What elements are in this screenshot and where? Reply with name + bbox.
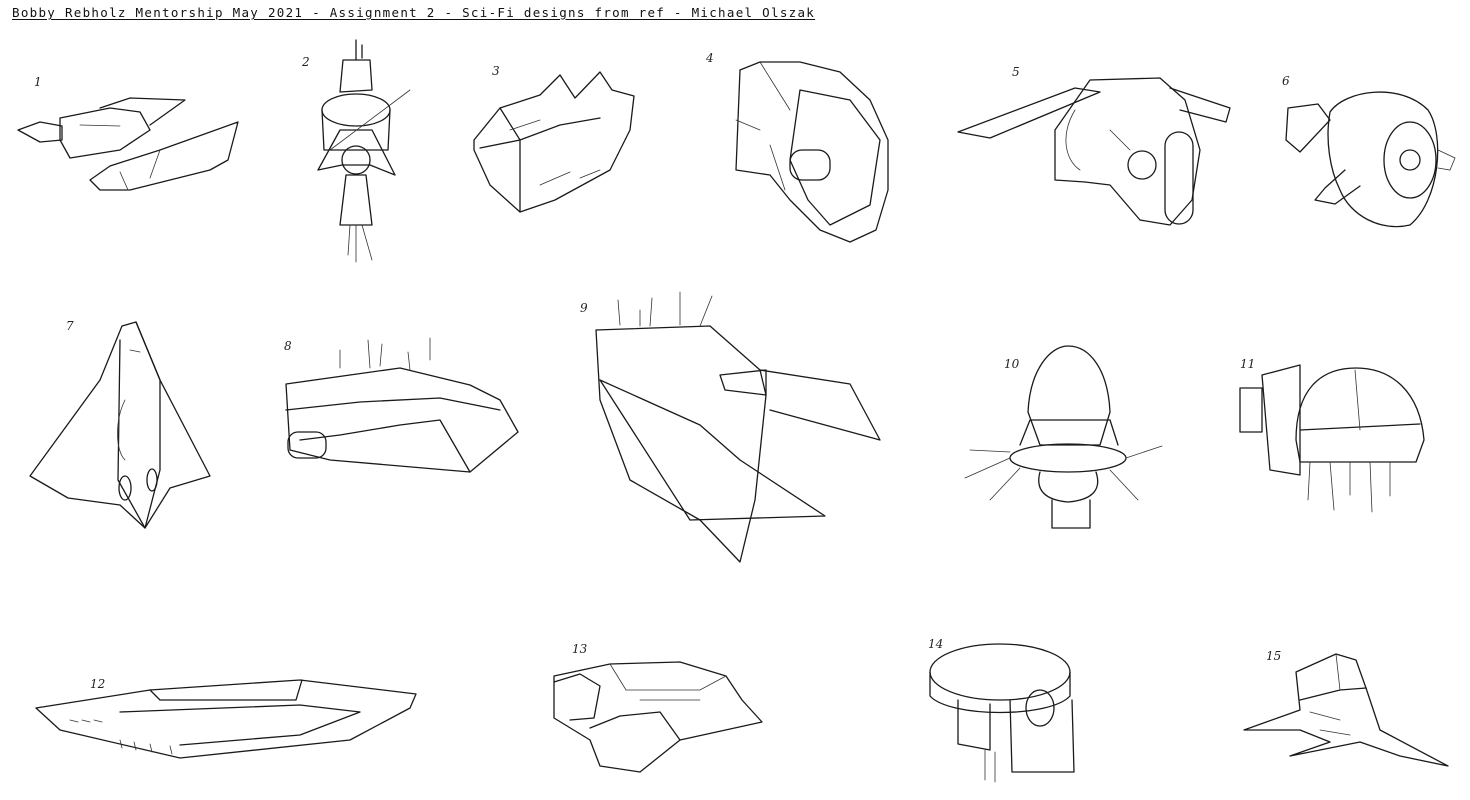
round-pod-sketch-icon	[1285, 91, 1456, 228]
dome-ship-sketch-icon	[1239, 364, 1425, 513]
sketch-9: 9	[580, 291, 881, 563]
sketch-label: 5	[1012, 65, 1020, 79]
sketch-13: 13	[553, 642, 763, 773]
page-title: Bobby Rebholz Mentorship May 2021 - Assi…	[12, 5, 816, 20]
wedge-ship-sketch-icon	[595, 291, 881, 563]
delta-ship-sketch-icon	[29, 321, 211, 529]
winged-mech-sketch-icon	[957, 77, 1231, 226]
swept-wing-sketch-icon	[1243, 653, 1449, 767]
sketch-label: 11	[1240, 357, 1255, 371]
sketch-6: 6	[1282, 74, 1456, 228]
city-cruiser-sketch-icon	[285, 337, 519, 473]
sketch-10: 10	[964, 345, 1163, 529]
sketch-label: 10	[1004, 357, 1020, 371]
station-tower-sketch-icon	[317, 39, 411, 263]
sketch-label: 4	[705, 51, 714, 65]
sketch-7: 7	[29, 319, 211, 529]
sketch-3: 3	[473, 64, 635, 213]
sketch-11: 11	[1239, 357, 1425, 513]
sketch-label: 15	[1266, 649, 1281, 663]
sketch-label: 3	[492, 64, 500, 78]
block-ship-sketch-icon	[473, 71, 635, 213]
bulky-hauler-sketch-icon	[553, 661, 763, 773]
heavy-hull-sketch-icon	[735, 61, 889, 243]
disc-engine-sketch-icon	[929, 643, 1075, 783]
sketch-label: 8	[284, 339, 292, 353]
sketch-label: 9	[580, 301, 588, 315]
sketch-label: 6	[1282, 74, 1290, 88]
egg-pod-sketch-icon	[964, 345, 1163, 529]
sketch-label: 13	[572, 642, 588, 656]
spaceship-sketch-icon	[17, 97, 239, 191]
sketch-label: 2	[301, 55, 310, 69]
sketch-1: 1	[17, 75, 239, 191]
sketch-2: 2	[301, 39, 411, 263]
sketch-15: 15	[1243, 649, 1449, 767]
sketch-4: 4	[705, 51, 889, 243]
sketch-label: 12	[90, 677, 105, 691]
sketch-label: 14	[928, 637, 943, 651]
sketch-5: 5	[957, 65, 1231, 226]
sketch-14: 14	[928, 637, 1075, 783]
sketch-8: 8	[284, 337, 519, 473]
sketch-label: 7	[66, 319, 74, 333]
sketch-12: 12	[35, 677, 417, 759]
sketch-label: 1	[34, 75, 42, 89]
long-frigate-sketch-icon	[35, 679, 417, 759]
